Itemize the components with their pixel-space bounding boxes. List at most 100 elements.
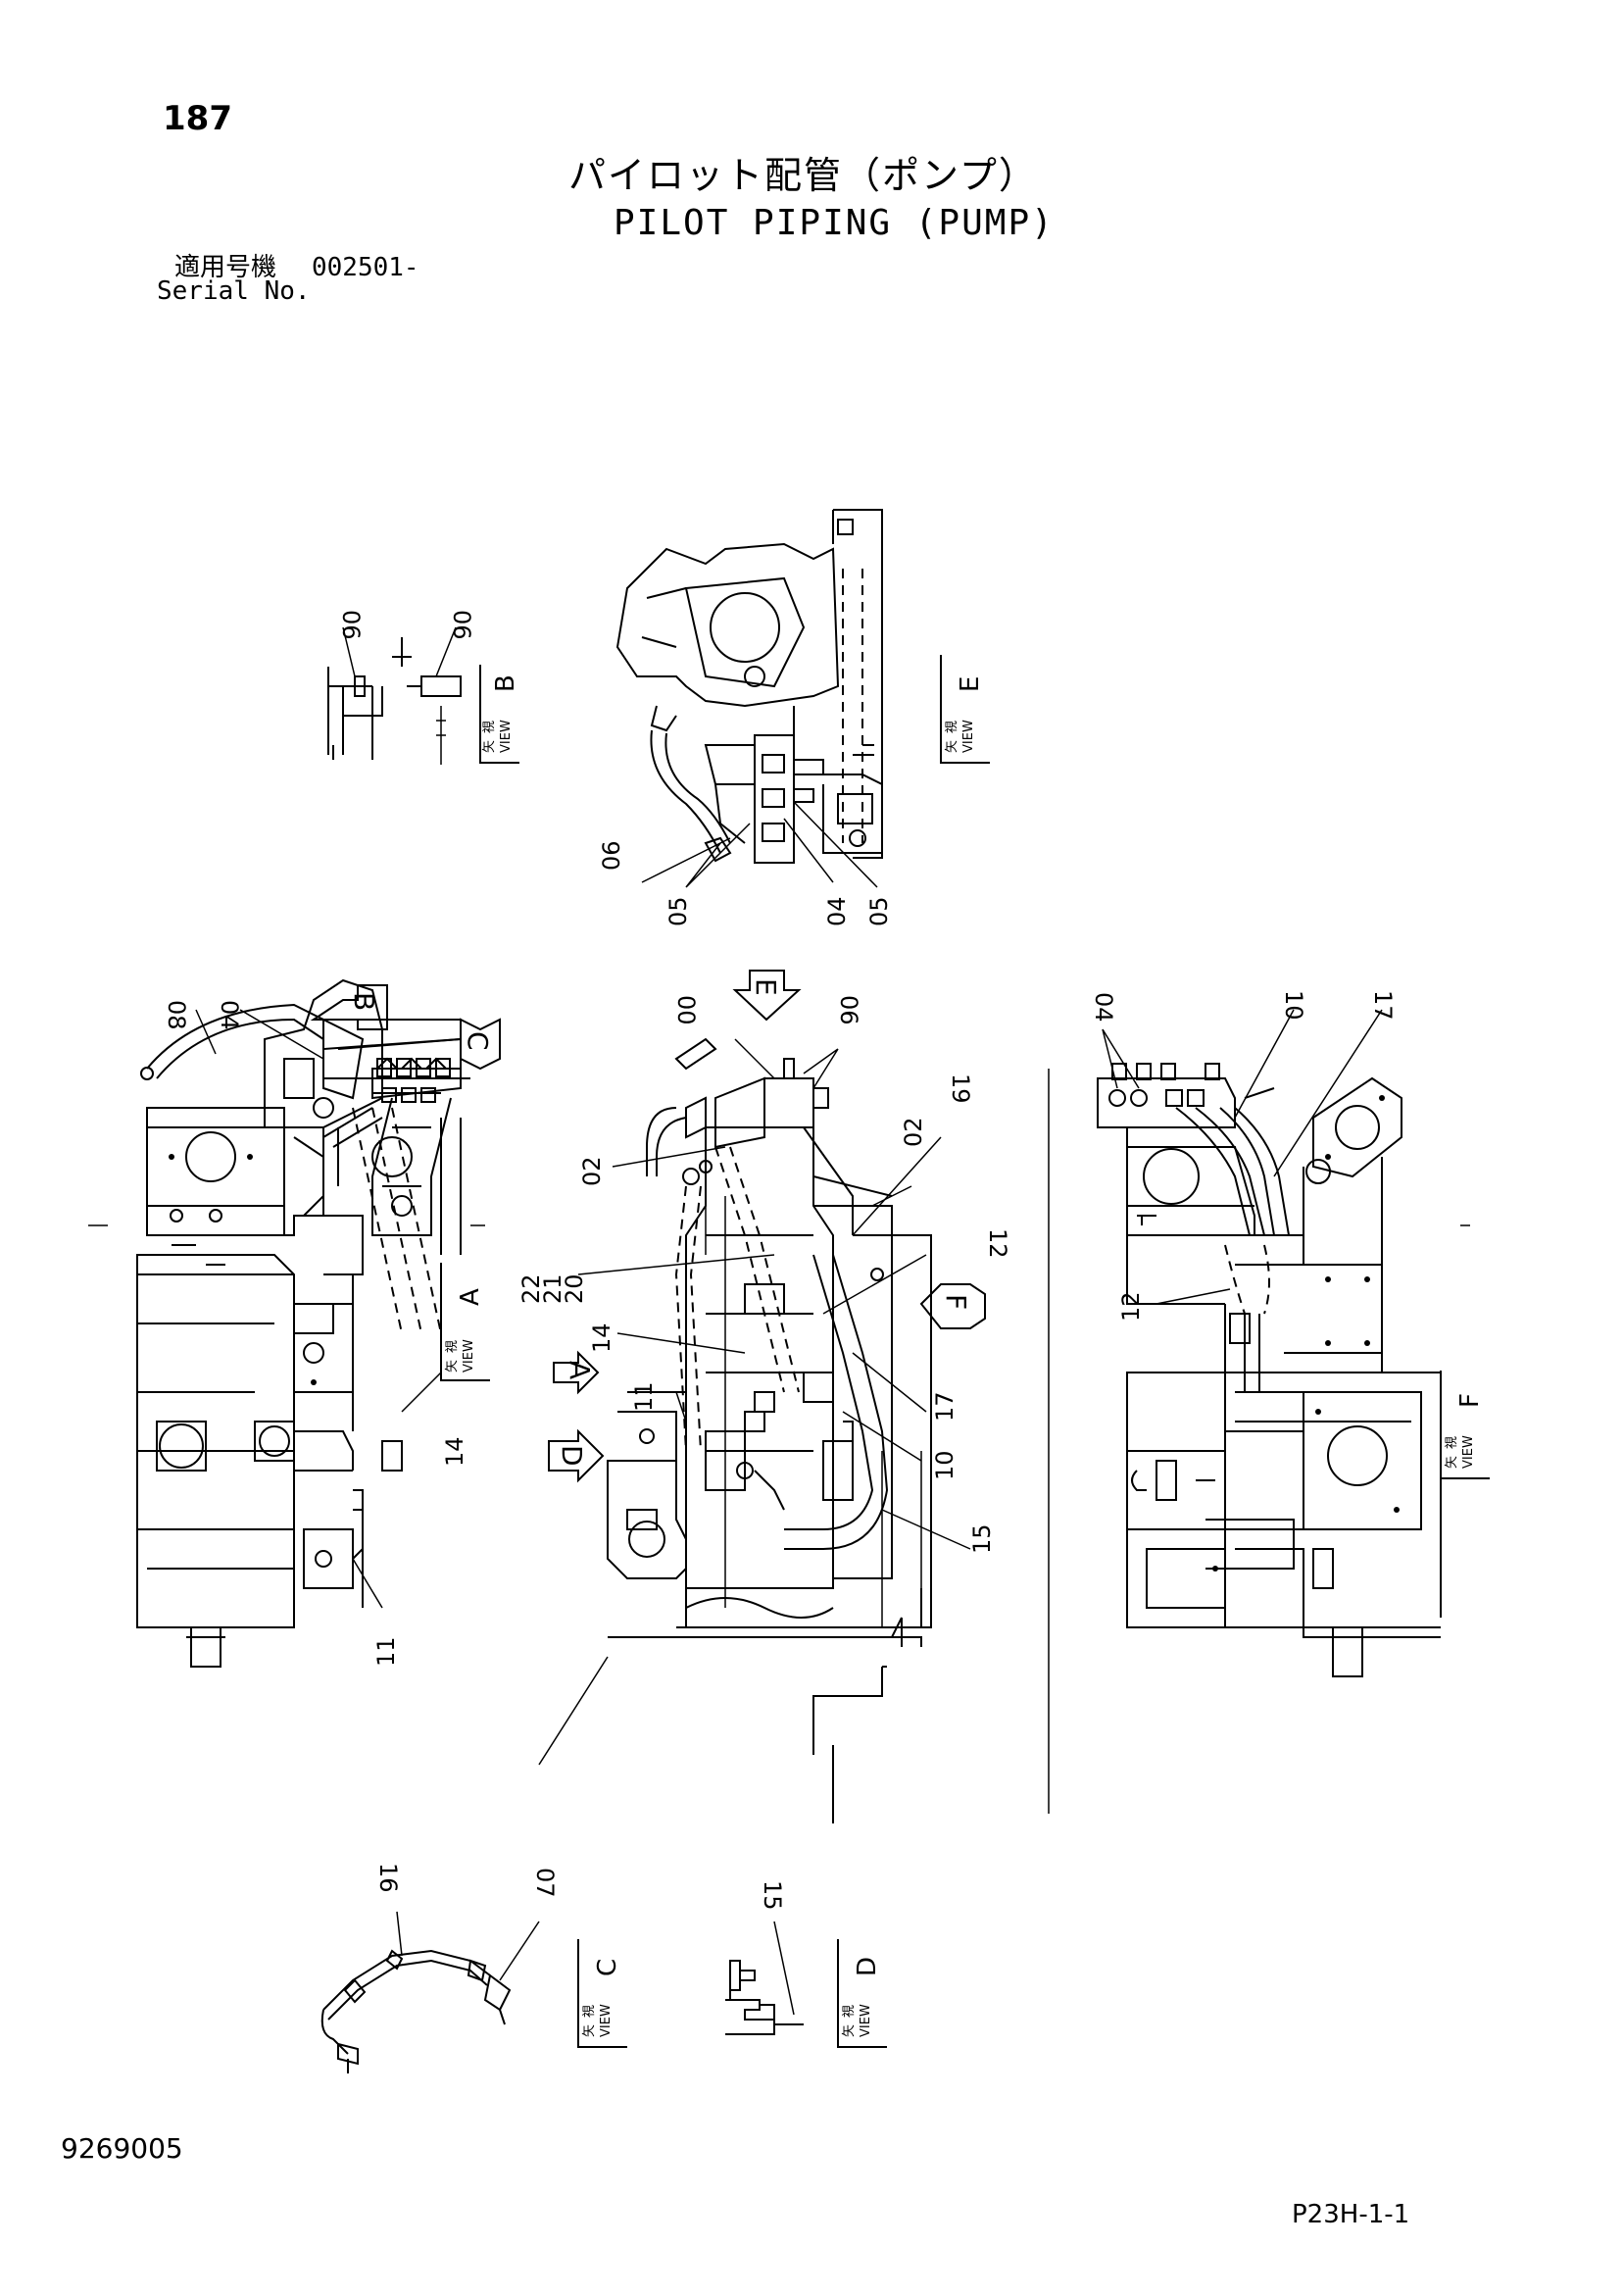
part-label-20: 20: [561, 1273, 588, 1304]
part-label-15: 15: [968, 1523, 996, 1554]
center-arrow-a: [553, 1350, 600, 1395]
view-f-kanji-top: 矢: [1445, 1456, 1459, 1469]
right-view-manifold: [1097, 1063, 1254, 1207]
part-label-15: 15: [759, 1880, 786, 1911]
part-label-10: 10: [931, 1450, 959, 1480]
view-e-letter: E: [956, 676, 985, 692]
center-view-lower-outline: [538, 1656, 887, 1823]
view-d-word: VIEW: [859, 2004, 873, 2037]
view-f-word: VIEW: [1461, 1435, 1476, 1469]
right-view-pump-body: [1126, 1076, 1442, 1618]
center-view-left-pump: [607, 1391, 687, 1579]
view-d-kanji-bottom: 視: [842, 2005, 857, 2018]
part-label-10: 10: [1280, 990, 1307, 1021]
part-label-19: 19: [947, 1073, 974, 1104]
view-d-label-box: [837, 1939, 887, 2048]
view-e-pump-body: [615, 509, 883, 859]
part-label-05: 05: [664, 896, 692, 926]
serial-label-japanese: 適用号機: [174, 253, 277, 282]
right-view-hoses: [1175, 1087, 1290, 1344]
side-view-pump-assembly: [136, 1107, 403, 1668]
view-f-label-box: [1440, 1371, 1490, 1479]
part-label-04: 04: [1090, 992, 1117, 1023]
view-f-kanji-bottom: 視: [1445, 1436, 1459, 1449]
arrow-b-letter: B: [348, 992, 380, 1011]
center-view-upper-block: [674, 1037, 765, 1185]
document-number: 9269005: [61, 2132, 183, 2165]
center-arrow-d: [548, 1428, 605, 1483]
view-b-detail: [327, 626, 462, 765]
part-label-02: 02: [900, 1117, 927, 1147]
view-a-letter: A: [456, 1288, 485, 1306]
view-a-label-box: [440, 1263, 490, 1381]
view-c-letter: C: [593, 1959, 622, 1976]
view-b-label-box: [479, 665, 519, 764]
part-label-16: 16: [374, 1863, 402, 1893]
part-label-22: 22: [517, 1273, 545, 1304]
arrow-c-letter: C: [462, 1031, 494, 1051]
part-label-14: 14: [588, 1323, 615, 1353]
part-label-12: 12: [1117, 1291, 1145, 1322]
part-label-04: 04: [216, 1000, 243, 1030]
view-e-kanji-bottom: 視: [945, 721, 959, 733]
side-view-arrow-b: [310, 984, 388, 1030]
page-title-english: PILOT PIPING (PUMP): [614, 203, 1055, 243]
part-label-05: 05: [865, 896, 893, 926]
right-view-divider: [1048, 1069, 1470, 1814]
part-label-06: 06: [448, 610, 475, 640]
part-label-07: 07: [531, 1868, 559, 1898]
part-label-02: 02: [578, 1156, 606, 1186]
part-label-11: 11: [630, 1381, 658, 1412]
view-e-label-box: [940, 655, 990, 764]
right-view-leaders: [1102, 1009, 1383, 1305]
view-a-word: VIEW: [462, 1339, 476, 1373]
part-label-06: 06: [337, 610, 365, 640]
part-label-21: 21: [539, 1273, 566, 1304]
arrow-e-letter: E: [750, 978, 782, 996]
part-label-17: 17: [1369, 990, 1397, 1021]
center-view-pump-assembly: [608, 1058, 932, 1647]
view-a-kanji-top: 矢: [445, 1360, 460, 1373]
side-view-arrow-c: [460, 1018, 501, 1071]
serial-label-english: Serial No.: [157, 276, 311, 306]
view-a-kanji-bottom: 視: [445, 1340, 460, 1353]
view-d-kanji-top: 矢: [842, 2024, 857, 2037]
center-view-leaders: [577, 1038, 971, 1550]
part-label-11: 11: [372, 1636, 400, 1667]
view-b-letter: B: [491, 674, 520, 692]
view-e-word: VIEW: [961, 720, 976, 753]
part-label-06: 06: [598, 840, 625, 871]
part-label-08: 08: [163, 1000, 190, 1030]
center-arrow-f: [919, 1283, 986, 1329]
view-b-word: VIEW: [499, 720, 514, 753]
view-d-detail: [725, 1921, 804, 2035]
serial-number-value: 002501-: [312, 253, 419, 282]
view-d-letter: D: [853, 1957, 882, 1976]
page-title-japanese: パイロット配管（ポンプ）: [568, 154, 1038, 197]
part-label-17: 17: [931, 1391, 959, 1422]
view-c-detail: [320, 1911, 540, 2073]
side-view-pipes: [140, 1003, 442, 1608]
side-view-leaders: [88, 1009, 485, 1609]
page-number: 187: [163, 99, 232, 138]
part-label-12: 12: [984, 1228, 1011, 1259]
view-e-leaders: [641, 801, 878, 888]
view-b-kanji-top: 矢: [482, 740, 497, 753]
view-c-kanji-top: 矢: [582, 2024, 597, 2037]
arrow-d-letter: D: [556, 1445, 588, 1467]
view-c-word: VIEW: [599, 2004, 614, 2037]
view-c-label-box: [577, 1939, 627, 2048]
part-label-06: 06: [835, 995, 862, 1025]
part-label-04: 04: [823, 896, 851, 926]
view-e-hose: [650, 705, 732, 863]
part-label-00: 00: [672, 995, 700, 1025]
arrow-f-letter: F: [940, 1294, 972, 1310]
view-f-letter: F: [1455, 1393, 1485, 1408]
center-arrow-e: [732, 970, 802, 1022]
center-view-pipes: [646, 1107, 889, 1550]
view-e-kanji-top: 矢: [945, 740, 959, 753]
sheet-code: P23H-1-1: [1292, 2200, 1410, 2229]
view-c-kanji-bottom: 視: [582, 2005, 597, 2018]
arrow-a-letter: A: [564, 1361, 596, 1379]
